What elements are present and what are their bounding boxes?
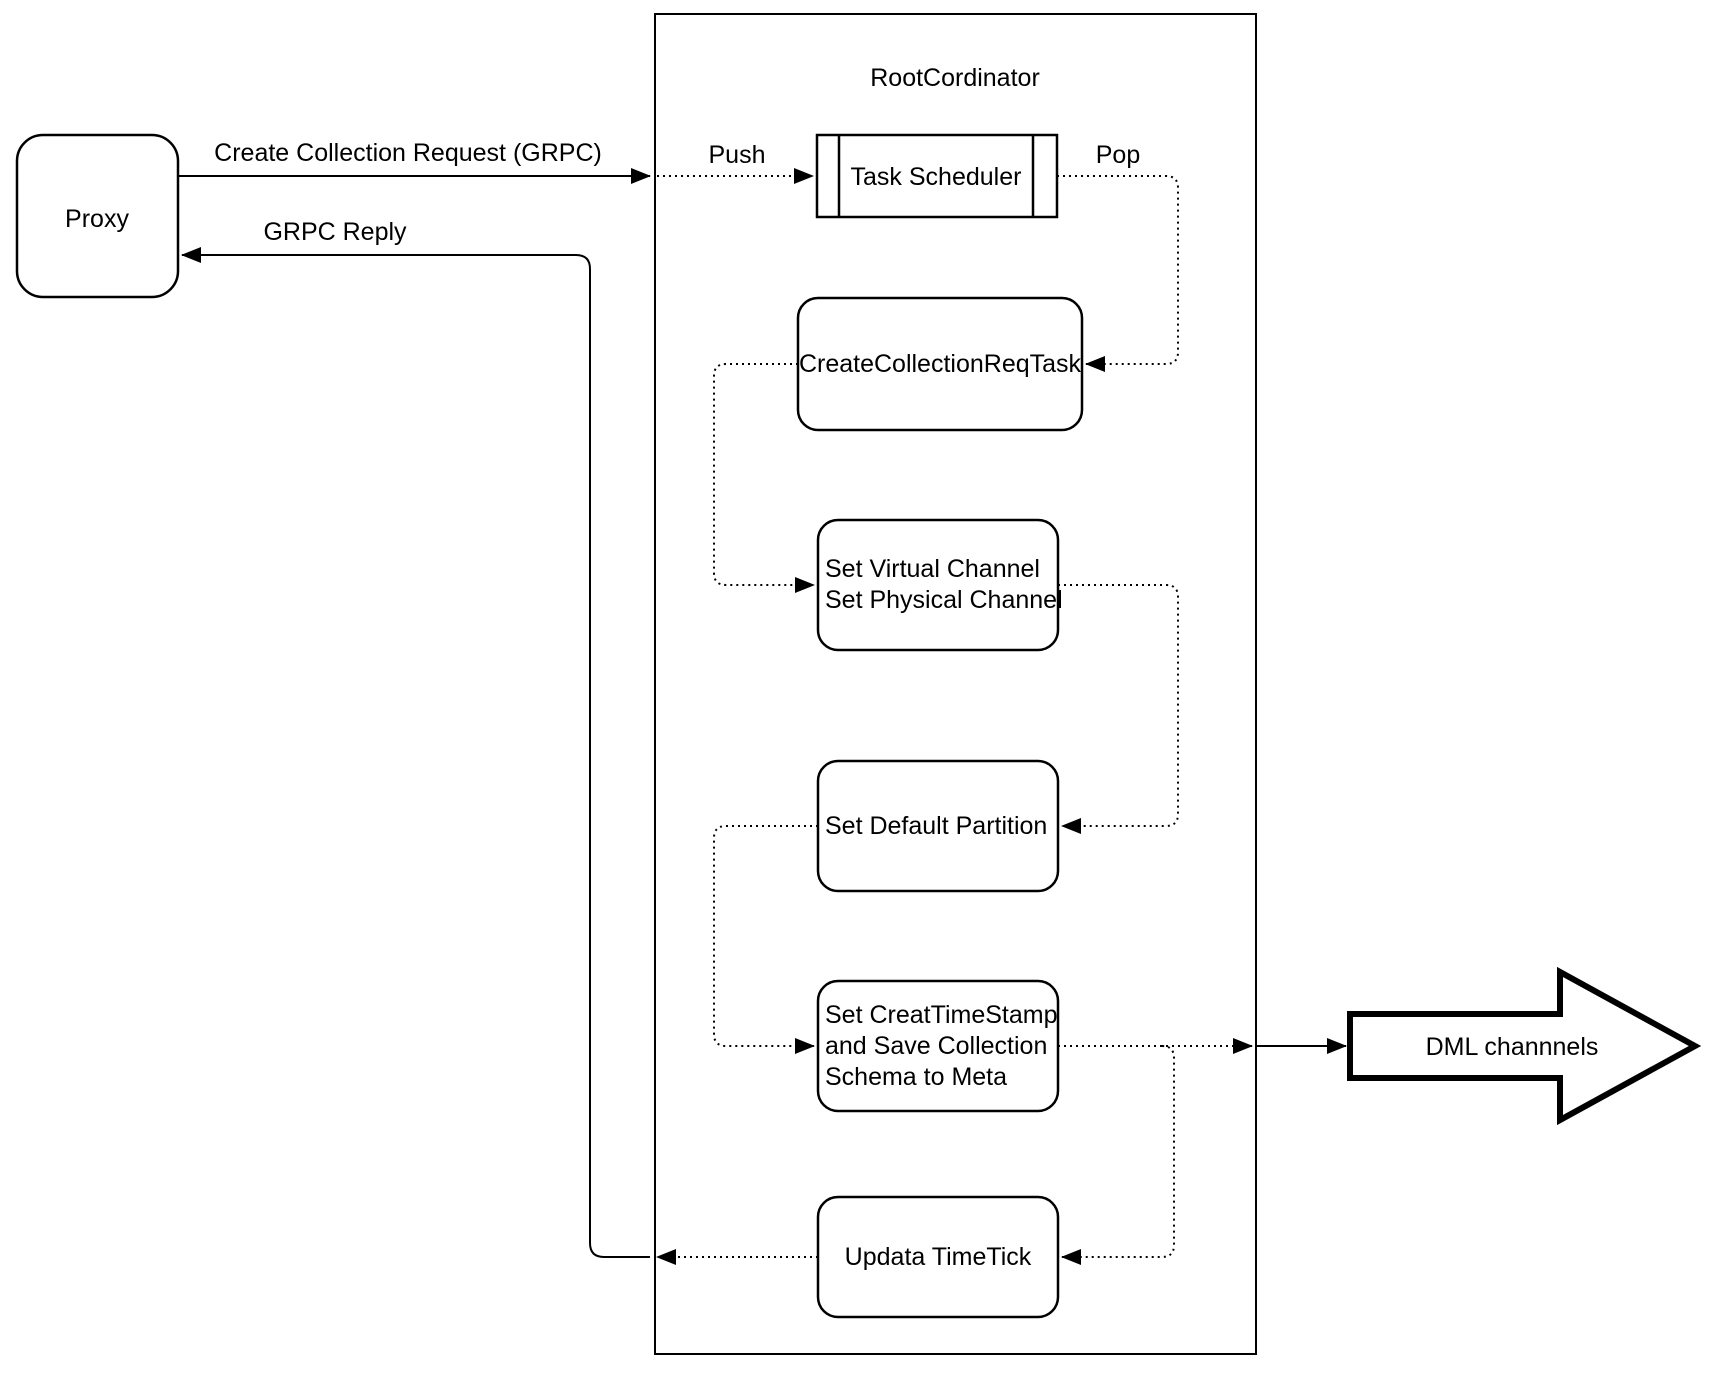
set-channels-label-line2: Set Physical Channel <box>825 586 1063 614</box>
set-channels-label-line1: Set Virtual Channel <box>825 555 1040 583</box>
set-channels-node <box>816 518 1060 652</box>
task-scheduler-label: Task Scheduler <box>851 163 1022 191</box>
dml-channels-arrow <box>1347 966 1702 1126</box>
edge-to-set-timestamp <box>713 825 818 1054</box>
edge-pop <box>1057 175 1179 372</box>
edge-to-updata-timetick <box>1061 1045 1175 1265</box>
set-timestamp-label-line3: Schema to Meta <box>825 1063 1007 1091</box>
set-timestamp-label-line1: Set CreatTimeStamp <box>825 1001 1057 1029</box>
task-scheduler-node <box>815 133 1059 219</box>
dml-channels-label: DML channnels <box>1426 1033 1599 1061</box>
updata-timetick-label: Updata TimeTick <box>845 1243 1032 1271</box>
edge-pop-label: Pop <box>1096 141 1140 169</box>
create-collection-req-task-label: CreateCollectionReqTask <box>799 350 1082 378</box>
root-coordinator-title: RootCordinator <box>870 64 1040 92</box>
edge-to-set-default-partition <box>1058 584 1179 834</box>
set-default-partition-label: Set Default Partition <box>825 812 1047 840</box>
edge-grpc-reply-label: GRPC Reply <box>263 218 407 246</box>
set-timestamp-label-line2: and Save Collection <box>825 1032 1047 1060</box>
edge-push-label: Push <box>709 141 766 169</box>
edge-grpc-reply <box>181 247 650 1258</box>
root-coordinator-container <box>654 13 1257 1355</box>
proxy-label: Proxy <box>65 205 129 233</box>
proxy-node <box>15 133 180 299</box>
edge-create-collection-request-label: Create Collection Request (GRPC) <box>214 139 602 167</box>
